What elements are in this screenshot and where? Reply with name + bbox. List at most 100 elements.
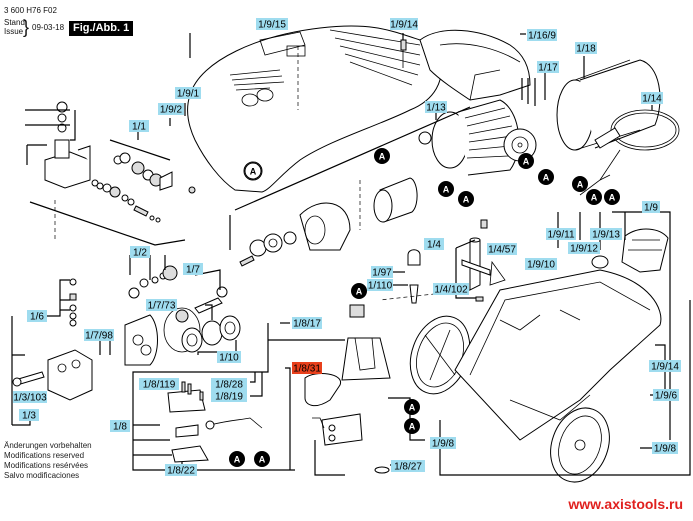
part-label-1-9-10[interactable]: 1/9/10 [525,258,557,271]
svg-text:1/97: 1/97 [372,268,392,279]
part-label-1-8-27[interactable]: 1/8/27 [391,460,425,473]
part-label-1-7-73[interactable]: 1/7/73 [146,299,177,312]
connector-a-marker: A [518,153,534,169]
figure-title: Fig./Abb. 1 [69,21,134,36]
svg-text:1/3: 1/3 [22,411,36,422]
part-label-1-8-22[interactable]: 1/8/22 [165,464,197,477]
watermark-url[interactable]: www.axistools.ru [568,496,683,512]
svg-text:1/9/14: 1/9/14 [651,362,679,373]
part-label-1-9-6[interactable]: 1/9/6 [653,389,679,402]
connector-a-marker: A [254,451,270,467]
valve-block-part [44,101,196,223]
power-cord-part [579,109,680,196]
svg-text:1/8/22: 1/8/22 [167,466,195,477]
part-label-1-14[interactable]: 1/14 [641,92,663,105]
part-label-1-9-15[interactable]: 1/9/15 [256,18,288,31]
svg-text:1/17: 1/17 [538,63,558,74]
modifications-notice: Änderungen vorbehalten Modifications res… [4,441,92,481]
svg-text:1/2: 1/2 [133,248,147,259]
issue-date: 09-03-18 [32,23,65,32]
part-label-1-2[interactable]: 1/2 [130,246,150,259]
part-label-1-4-102[interactable]: 1/4/102 [433,283,469,296]
connector-markers: A A A A A A A A A A A A A A [229,148,620,467]
part-label-1-9-14-right[interactable]: 1/9/14 [649,360,681,373]
svg-text:1/9: 1/9 [644,203,658,214]
connector-a-marker: A [351,283,367,299]
svg-text:1/8/119: 1/8/119 [143,380,176,391]
svg-text:1/8/31: 1/8/31 [293,364,321,375]
part-label-1-8-28[interactable]: 1/8/28 [211,378,247,391]
svg-text:1/9/8: 1/9/8 [432,439,455,450]
connector-a-marker: A [404,399,420,415]
part-label-1-9-11[interactable]: 1/9/11 [546,228,576,241]
part-label-1-9-14[interactable]: 1/9/14 [390,18,418,31]
issue-label: Issue [4,27,24,36]
svg-text:1/8/27: 1/8/27 [394,462,422,473]
part-label-1-9[interactable]: 1/9 [642,201,660,214]
part-label-1-9-12[interactable]: 1/9/12 [568,242,600,255]
part-label-1-9-8-right[interactable]: 1/9/8 [652,442,678,455]
svg-text:1/9/10: 1/9/10 [527,260,555,271]
leader-lines [11,33,691,476]
part-label-1-6[interactable]: 1/6 [27,310,47,323]
part-label-1-110[interactable]: 1/110 [367,279,393,292]
svg-text:1/8: 1/8 [113,422,127,433]
part-label-1-8-17[interactable]: 1/8/17 [292,317,322,330]
connector-a-marker: A [458,191,474,207]
svg-text:1/9/2: 1/9/2 [160,105,183,116]
part-label-1-16-9[interactable]: 1/16/9 [527,29,557,42]
connector-a-marker: A [229,451,245,467]
svg-text:1/9/13: 1/9/13 [592,230,620,241]
part-label-1-3[interactable]: 1/3 [19,409,39,422]
svg-text:1/9/1: 1/9/1 [177,89,200,100]
piston-seals-part [239,231,297,267]
connector-a-marker: A [572,176,588,192]
part-label-1-1[interactable]: 1/1 [129,120,149,133]
part-label-1-9-1[interactable]: 1/9/1 [175,87,201,100]
part-label-1-10[interactable]: 1/10 [217,351,241,364]
part-label-1-9-2[interactable]: 1/9/2 [158,103,184,116]
svg-text:1/9/8: 1/9/8 [654,444,677,455]
svg-text:A: A [356,287,363,297]
part-label-1-4[interactable]: 1/4 [424,238,444,251]
notice-line-es: Salvo modificaciones [4,471,80,480]
svg-text:1/7/98: 1/7/98 [85,331,113,342]
part-label-1-9-13[interactable]: 1/9/13 [590,228,622,241]
svg-text:A: A [250,167,257,177]
part-label-1-17[interactable]: 1/17 [537,61,559,74]
part-label-1-7[interactable]: 1/7 [183,263,203,276]
notice-line-en: Modifications reserved [4,451,85,460]
part-label-1-13[interactable]: 1/13 [425,101,447,114]
svg-text:1/9/11: 1/9/11 [547,230,574,241]
part-label-1-7-98[interactable]: 1/7/98 [84,329,114,342]
part-label-1-4-57[interactable]: 1/4/57 [487,243,517,256]
part-label-1-9-8-left[interactable]: 1/9/8 [430,437,456,450]
svg-text:1/16/9: 1/16/9 [528,31,556,42]
part-label-1-8-119[interactable]: 1/8/119 [139,378,179,391]
part-label-1-8-19[interactable]: 1/8/19 [211,390,247,403]
connector-a-marker: A [538,169,554,185]
part-label-1-8-31-highlighted[interactable]: 1/8/31 [292,362,322,375]
part-label-1-8[interactable]: 1/8 [110,420,130,433]
svg-text:A: A [577,180,584,190]
part-label-1-18[interactable]: 1/18 [575,42,597,55]
svg-text:1/4/102: 1/4/102 [434,285,468,296]
svg-text:1/6: 1/6 [30,312,44,323]
svg-text:1/1: 1/1 [132,122,146,133]
part-label-1-3-103[interactable]: 1/3/103 [13,391,47,404]
svg-text:1/13: 1/13 [426,103,446,114]
svg-text:A: A [259,455,266,465]
svg-text:1/9/12: 1/9/12 [570,244,598,255]
connector-a-marker: A [604,189,620,205]
motor-part [418,99,537,176]
svg-text:1/9/14: 1/9/14 [390,20,418,31]
gearbox-part [299,177,418,251]
svg-text:1/3/103: 1/3/103 [13,393,47,404]
wheel-right-part [550,407,610,483]
notice-line-fr: Modifications resérvées [4,461,89,470]
svg-text:A: A [234,455,241,465]
svg-text:1/110: 1/110 [368,281,393,292]
svg-text:1/8/19: 1/8/19 [215,392,243,403]
part-label-1-97[interactable]: 1/97 [371,266,393,279]
